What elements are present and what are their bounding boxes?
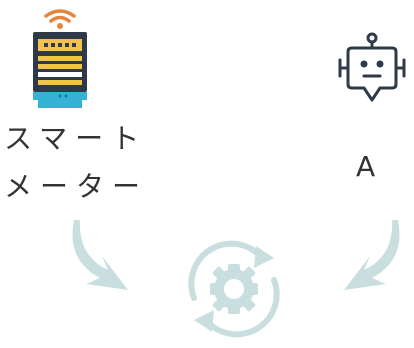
ai-label: A I [356, 150, 414, 183]
smart-meter-icon [33, 9, 87, 108]
right-arrow [344, 220, 400, 290]
smart-meter-label-line1: スマート [4, 122, 148, 155]
smart-meter-label-line2: メーター [4, 170, 149, 203]
left-arrow [72, 220, 128, 290]
robot-icon [338, 32, 406, 102]
wifi-icon [44, 9, 76, 23]
sync-gear-icon [188, 240, 280, 338]
